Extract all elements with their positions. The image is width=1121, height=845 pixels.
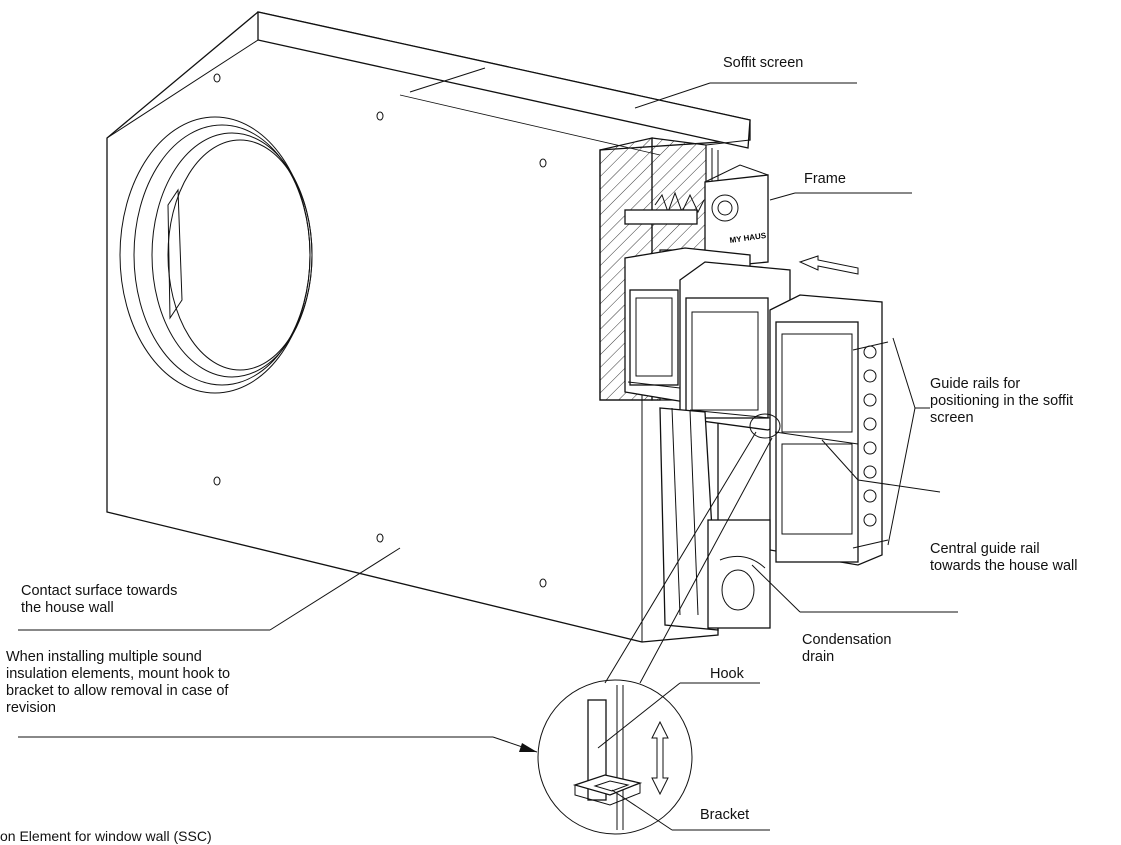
- caption: on Element for window wall (SSC): [0, 828, 212, 844]
- label-installing-note: When installing multiple sound insulatio…: [6, 649, 231, 716]
- vertical-double-arrow: [651, 720, 669, 796]
- label-central-guide-rail: Central guide rail towards the house wal…: [930, 541, 1078, 574]
- label-contact-surface: Contact surface towards the house wall: [21, 583, 178, 616]
- label-guide-rails: Guide rails for positioning in the soffi…: [930, 376, 1074, 426]
- insulation-cassettes: [624, 247, 889, 566]
- insert-direction-arrow: [798, 255, 859, 275]
- label-hook: Hook: [710, 666, 744, 682]
- air-opening: [119, 116, 313, 394]
- label-frame: Frame: [804, 171, 846, 187]
- mounting-holes: [213, 73, 547, 588]
- guide-rail-holes: [863, 345, 877, 527]
- detail-circle: [537, 679, 693, 835]
- housing-body: [106, 11, 751, 643]
- label-condensation-drain: Condensation drain: [802, 632, 892, 665]
- label-soffit-screen: Soffit screen: [723, 55, 804, 71]
- leader-lines: [18, 82, 958, 831]
- drain-housing: [659, 407, 771, 631]
- frame-profile: MY HAUS: [624, 164, 769, 269]
- detail-reference-circle: [749, 413, 781, 439]
- label-bracket: Bracket: [700, 807, 750, 823]
